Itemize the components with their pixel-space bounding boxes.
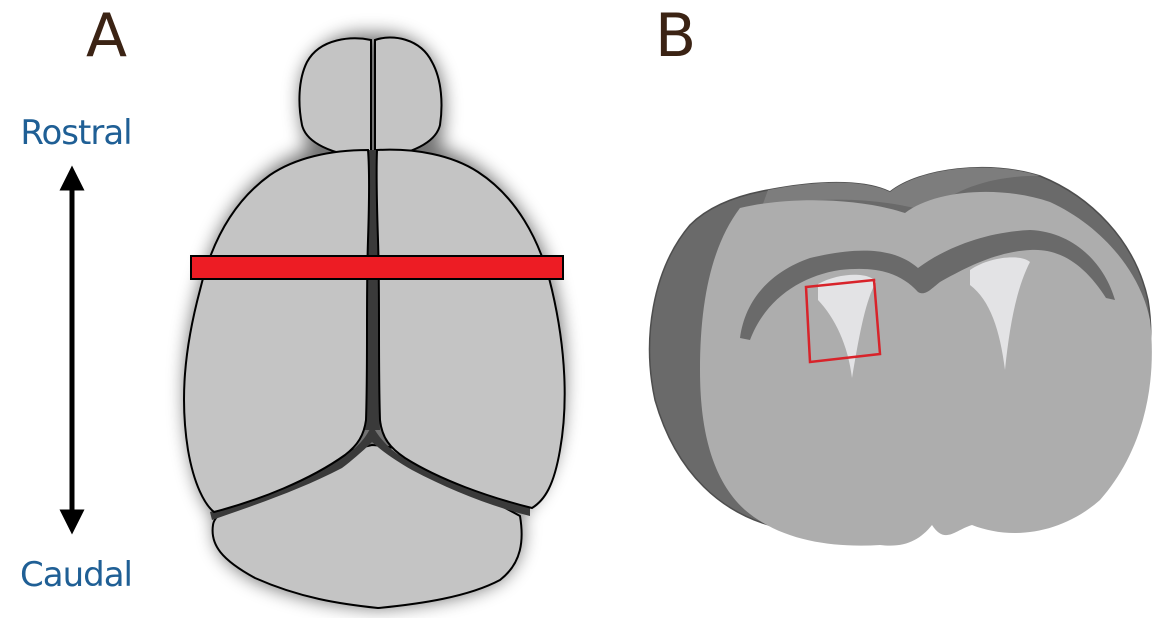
coronal-section-band: [191, 256, 563, 279]
slice-front-face: [700, 192, 1152, 546]
dorsal-brain-view: [184, 33, 565, 608]
coronal-slice-3d: [650, 168, 1152, 546]
left-hemisphere: [184, 150, 369, 512]
right-hemisphere: [377, 150, 565, 508]
right-olfactory-bulb: [375, 38, 441, 158]
